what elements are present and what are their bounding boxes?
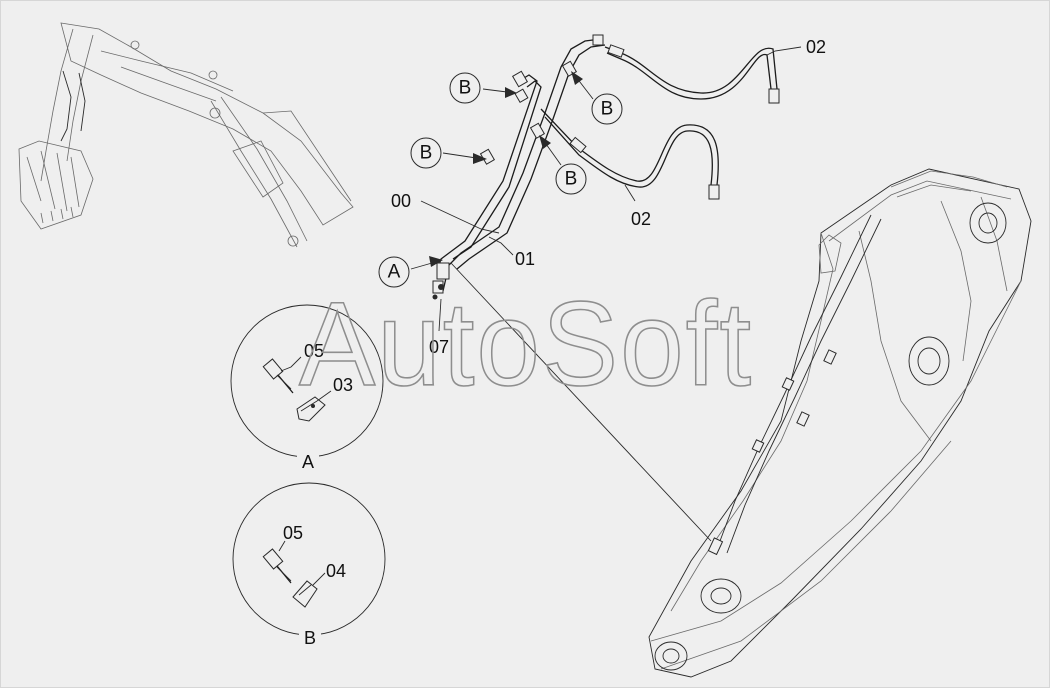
- detail-b-title: B: [304, 628, 316, 648]
- pipe-assembly: [432, 34, 780, 542]
- label-hose-upper: 02: [806, 37, 826, 57]
- callout-b4: B: [539, 135, 587, 195]
- boom-drawing: [648, 168, 1032, 678]
- label-clamp-b-bolt: 05: [283, 523, 303, 543]
- label-clamp-b: 04: [326, 561, 346, 581]
- callout-b1: B: [449, 72, 517, 104]
- callout-a: A: [378, 256, 443, 288]
- label-clamp-a: 03: [333, 375, 353, 395]
- label-fitting: 07: [429, 337, 449, 357]
- detail-b: [232, 482, 386, 636]
- excavator-overview: [18, 22, 354, 248]
- label-clamp-a-bolt: 05: [304, 341, 324, 361]
- leader-lines: [278, 46, 802, 586]
- callout-a-label: A: [388, 262, 401, 283]
- callout-b3-label: B: [420, 143, 433, 164]
- callout-b2: B: [571, 71, 623, 125]
- detail-a-title: A: [302, 452, 314, 472]
- watermark-text: AutoSoft: [299, 277, 753, 411]
- label-hose-lower: 02: [631, 209, 651, 229]
- callout-b3: B: [410, 137, 487, 169]
- label-pipe: 01: [515, 249, 535, 269]
- label-assembly: 00: [391, 191, 411, 211]
- callout-b1-label: B: [459, 78, 472, 99]
- callout-b2-label: B: [601, 99, 614, 120]
- callout-b4-label: B: [565, 169, 578, 190]
